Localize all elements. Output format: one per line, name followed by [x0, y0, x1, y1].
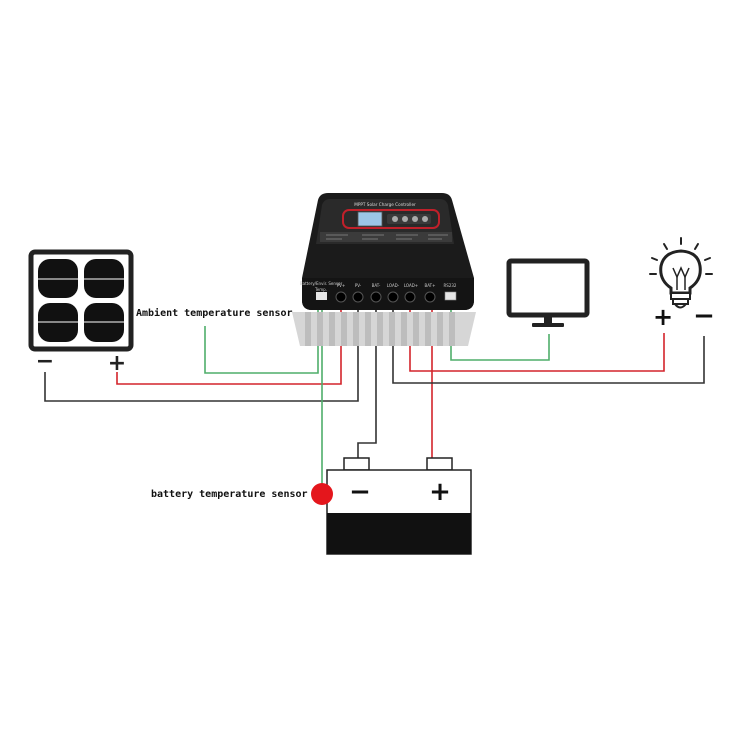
port-label-rs232: RS232 [444, 283, 457, 288]
sensor-port [316, 292, 327, 300]
port-label-bat-neg: BAT- [372, 283, 381, 288]
battery-minus-label: − [349, 477, 371, 507]
solar-plus-label: + [108, 351, 126, 376]
bulb-minus-label: − [693, 301, 715, 331]
button-1[interactable] [392, 216, 398, 222]
button-3[interactable] [412, 216, 418, 222]
battery-temperature-sensor [311, 483, 333, 505]
terminal-bat-neg [370, 291, 382, 303]
terminal-load-neg [387, 291, 399, 303]
terminal-bat-pos [424, 291, 436, 303]
battery: − + [326, 457, 472, 555]
wire-battery-negative [357, 297, 377, 458]
bulb-plus-label: + [653, 303, 673, 331]
controller-panel-title: MPPT Solar Charge Controller [354, 202, 416, 207]
button-2[interactable] [402, 216, 408, 222]
port-label-sensor-sub: Temp. [314, 287, 327, 292]
port-label-bat-pos: BAT+ [425, 283, 436, 288]
rs232-port [444, 291, 457, 301]
ambient-sensor-label: Ambient temperature sensor [136, 307, 293, 319]
heatsink [292, 312, 476, 346]
terminal-pv-neg [352, 291, 364, 303]
monitor [506, 258, 590, 327]
port-label-pv-neg: PV- [355, 283, 362, 288]
bulb-rays [649, 237, 713, 275]
lcd-screen [357, 211, 383, 227]
battery-sensor-label: battery temperature sensor [151, 489, 308, 500]
wire-solar-negative [44, 297, 359, 402]
terminal-load-pos [404, 291, 416, 303]
port-label-sensor: Battery/Envir. Sensor [300, 281, 343, 286]
port-label-load-pos: LOAD+ [404, 283, 418, 288]
terminal-pv-pos [335, 291, 347, 303]
solar-minus-label: − [36, 349, 54, 374]
battery-plus-label: + [429, 477, 451, 507]
button-4[interactable] [422, 216, 428, 222]
solar-panel: − + [28, 249, 134, 376]
port-label-load-neg: LOAD- [387, 283, 400, 288]
port-label-pv-pos: PV+ [337, 283, 346, 288]
light-bulb: + − [649, 237, 715, 331]
charge-controller: MPPT Solar Charge Controller Battery/Env… [292, 193, 476, 346]
